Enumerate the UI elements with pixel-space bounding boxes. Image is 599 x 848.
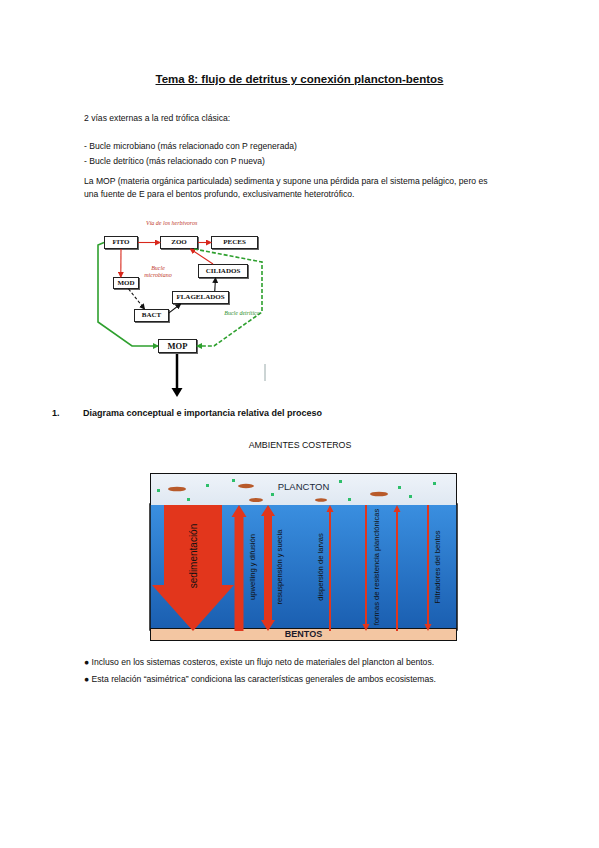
node-text: PECES	[223, 239, 246, 246]
flux-label: upwelling y difusión	[248, 534, 257, 600]
list-item: - Bucle detrítico (más relacionado con P…	[84, 156, 504, 167]
section-number: 1.	[52, 408, 72, 420]
bullet-text: ● Esta relación “asimétrica” condiciona …	[84, 674, 584, 685]
trophic-box: FITO	[104, 236, 138, 249]
benthos-band: BENTOS	[150, 628, 457, 641]
flux-label: dispersión de larvas	[316, 533, 325, 601]
loop-label: Bucle microbiano	[139, 265, 177, 279]
node-text: ZOO	[171, 239, 187, 246]
intro-text: 2 vías externas a la red trófica clásica…	[84, 113, 504, 124]
flux-arrow	[327, 505, 334, 631]
flux-arrow	[261, 505, 275, 631]
loop-label: Bucle detrítico	[224, 310, 260, 317]
flux-arrow	[394, 505, 401, 631]
path-label: Vía de los herbívoros	[146, 220, 226, 228]
sink-arrow-shaft	[176, 353, 179, 389]
flow-connector	[138, 242, 160, 243]
node-text: MOP	[168, 342, 188, 351]
flow-connector	[98, 243, 158, 347]
bullet-text: ● Incluso en los sistemas costeros, exis…	[84, 657, 584, 668]
figure-heading: AMBIENTES COSTEROS	[200, 440, 400, 451]
sea-water	[150, 504, 457, 630]
node-text: CILIADOS	[206, 268, 241, 275]
flow-connector	[214, 278, 216, 291]
trophic-box: BACT	[134, 309, 169, 322]
section-heading: Diagrama conceptual e importancia relati…	[83, 408, 503, 420]
node-text: PLANCTON	[278, 482, 330, 492]
node-text: BENTOS	[285, 630, 322, 639]
flow-connector	[129, 289, 145, 309]
detritus-box: MOP	[158, 339, 197, 353]
flux-arrow	[363, 505, 370, 631]
scan-tick	[265, 364, 266, 381]
flux-label: sedimentación	[188, 524, 199, 588]
trophic-box: FLAGELADOS	[172, 291, 229, 304]
trophic-box: MOD	[113, 277, 139, 289]
flux-label: formas de resistencia planctónicas	[372, 509, 381, 626]
trophic-box: CILIADOS	[198, 264, 248, 278]
flux-arrow	[232, 505, 247, 631]
node-text: FLAGELADOS	[176, 294, 224, 301]
list-item: - Bucle microbiano (más relacionado con …	[84, 141, 504, 152]
node-text: MOD	[117, 280, 134, 287]
node-text: BACT	[142, 312, 161, 319]
node-text: FITO	[113, 239, 130, 246]
flux-label: resuspensión y suecia	[275, 529, 284, 604]
flux-arrow	[425, 505, 432, 631]
paragraph: La MOP (materia orgánica particulada) se…	[84, 175, 502, 202]
trophic-box: PECES	[211, 236, 258, 249]
plankton-band: PLANCTON	[150, 473, 457, 505]
flow-connector	[198, 242, 211, 243]
sink-arrow-head	[172, 388, 183, 397]
flow-connector	[169, 304, 181, 313]
flux-label: Filtradores del bentos	[433, 530, 442, 603]
flow-connector	[120, 249, 121, 277]
trophic-box: ZOO	[160, 236, 198, 249]
page-title: Tema 8: flujo de detritus y conexión pla…	[0, 72, 599, 87]
flux-arrow	[152, 505, 234, 631]
